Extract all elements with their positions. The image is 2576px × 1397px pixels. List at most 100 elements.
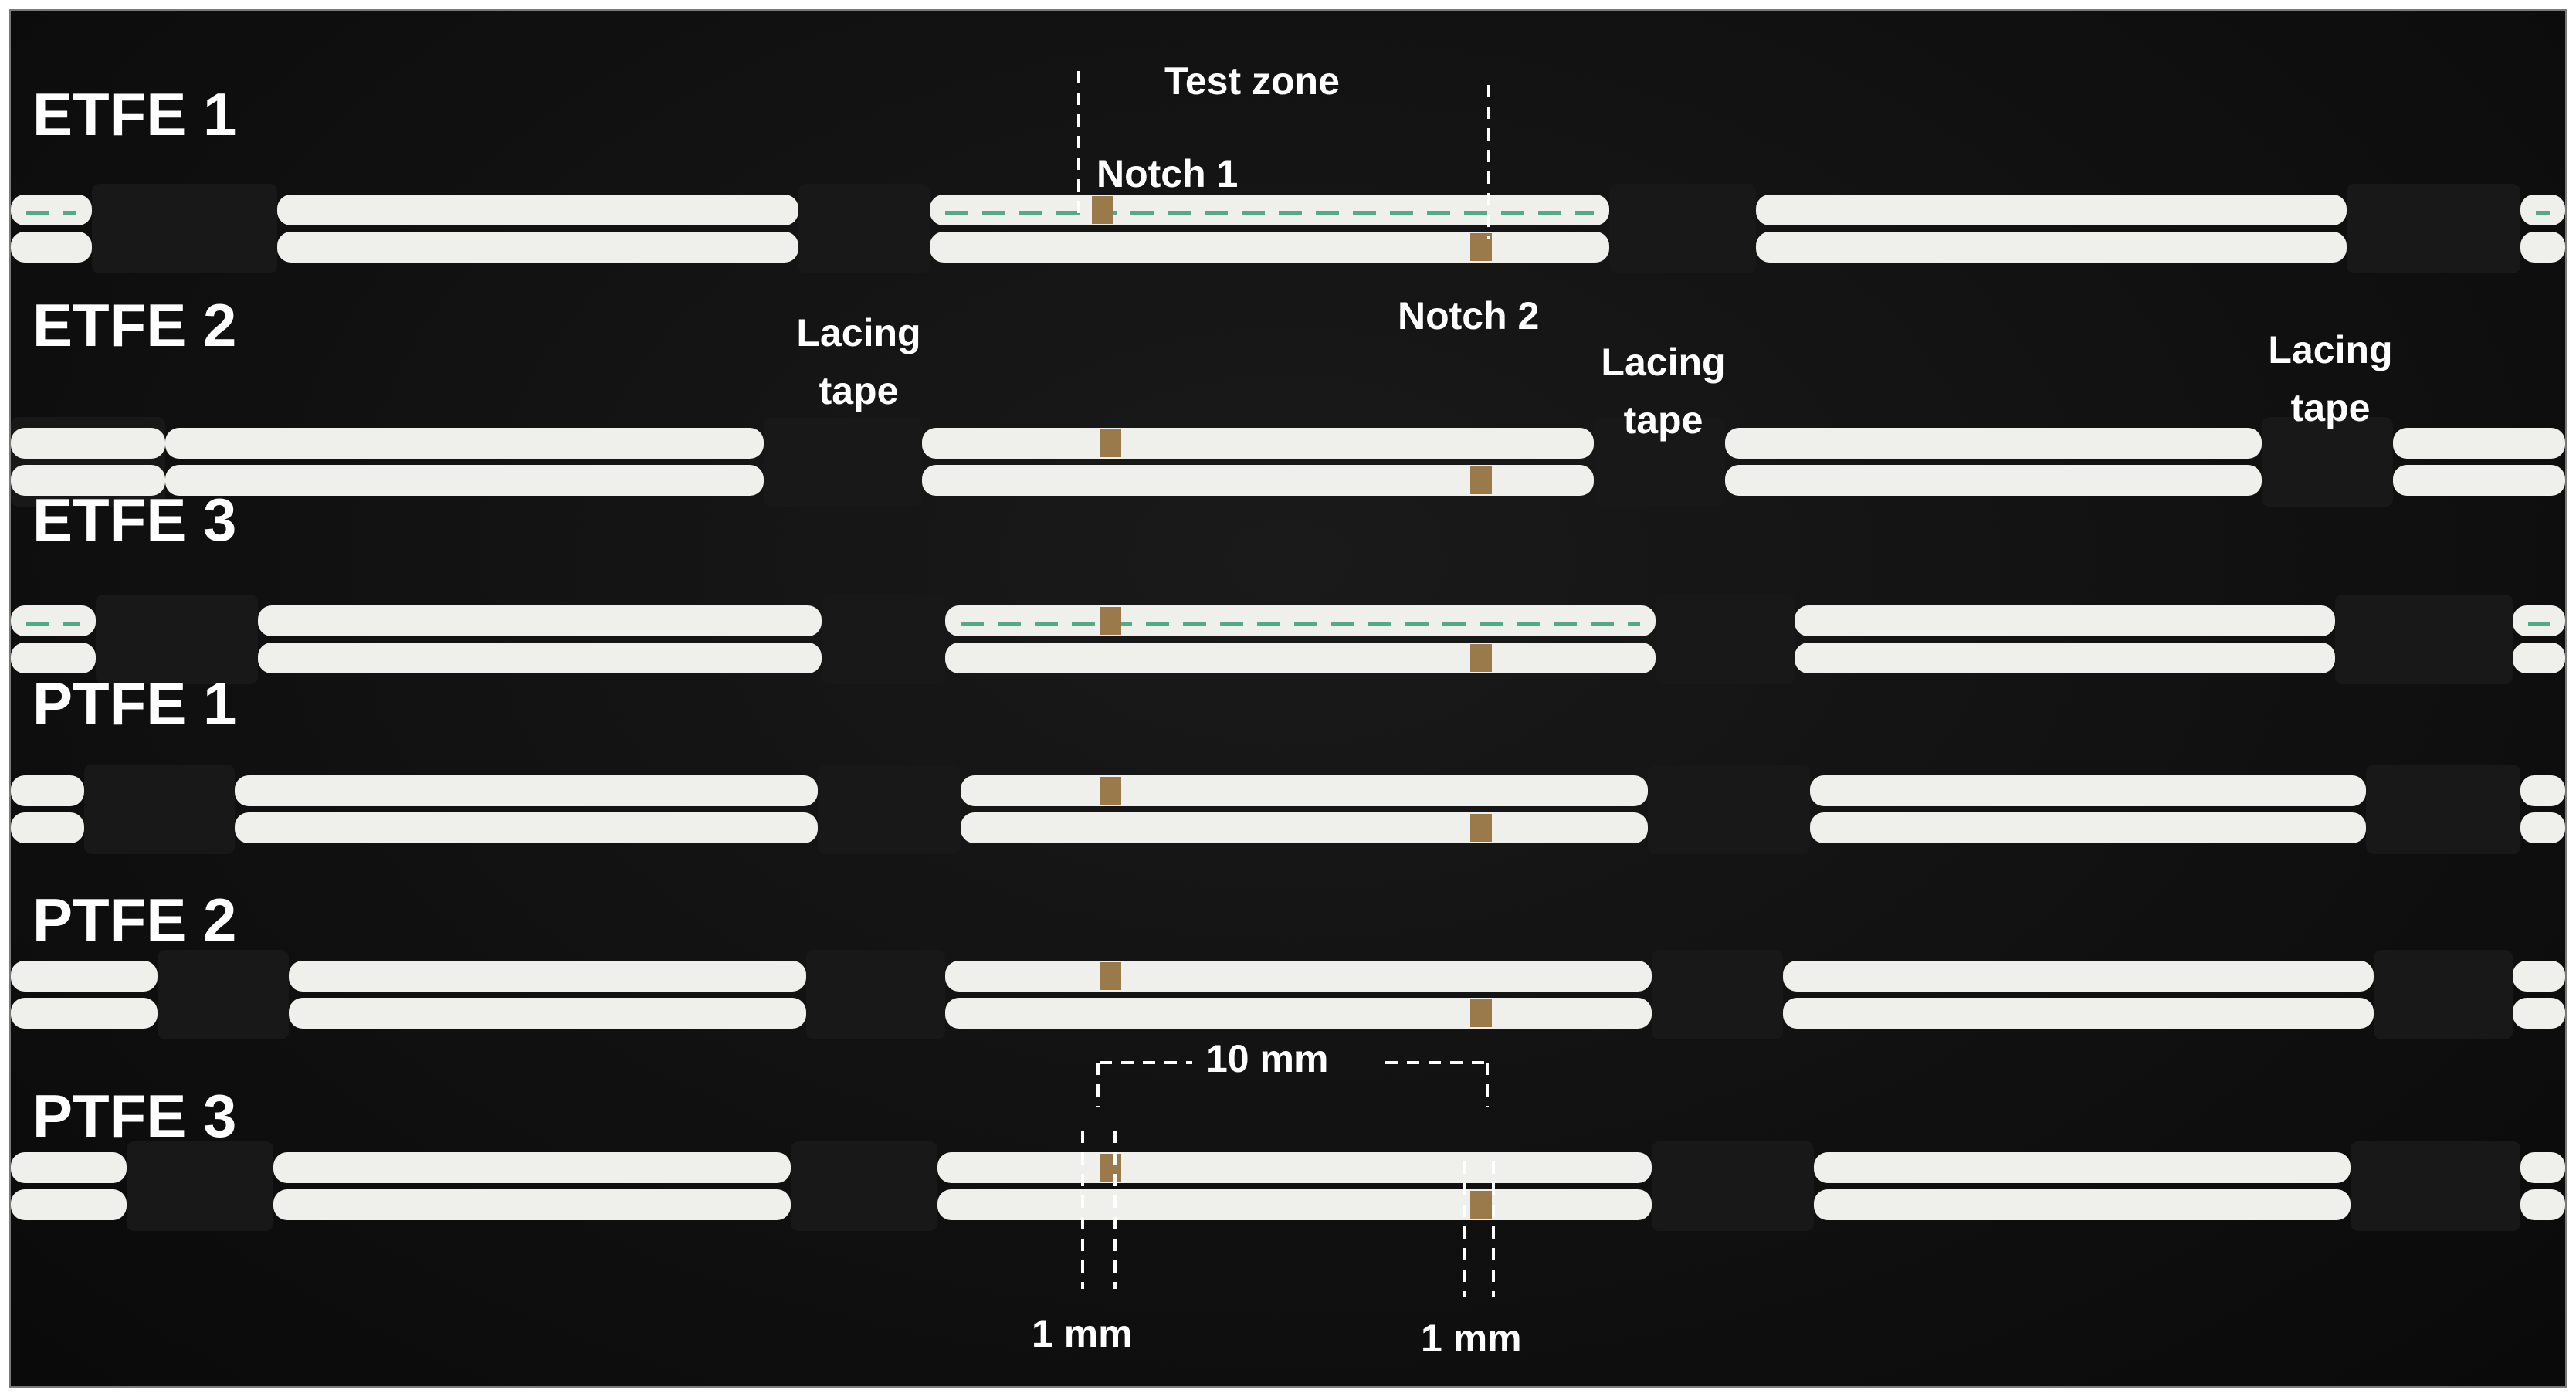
wire-strand-r5-s3-0 — [1814, 1152, 2351, 1183]
lacing-tape-r3-0 — [84, 765, 235, 854]
notch-2-r4 — [1470, 999, 1492, 1027]
lacing-tape-r4-1 — [806, 950, 945, 1039]
lacing-tape-r2-3 — [2335, 595, 2513, 684]
wire-strand-r3-s0-1 — [11, 812, 84, 843]
wire-strand-r2-s2-1 — [945, 643, 1656, 673]
lacing-tape-r2-1 — [822, 595, 945, 684]
row-label-etfe-2: ETFE 2 — [32, 291, 237, 359]
wire-strand-r3-s1-1 — [235, 812, 818, 843]
lacing-tape-r5-1 — [791, 1141, 937, 1231]
wire-strand-r3-s1-0 — [235, 775, 818, 806]
wire-strand-r5-s2-0 — [937, 1152, 1652, 1183]
lacing-tape-label-3: Lacing tape — [2268, 328, 2393, 429]
distance-10mm-label: 10 mm — [1206, 1037, 1329, 1080]
wire-strand-r2-s1-1 — [258, 643, 822, 673]
wire-strand-r2-s3-1 — [1795, 643, 2335, 673]
wire-strand-r1-s1-1 — [165, 465, 764, 496]
wire-strand-r1-s0-0 — [11, 428, 165, 459]
wire-strand-r2-s4-1 — [2513, 643, 2565, 673]
lacing-tape-r5-3 — [2351, 1141, 2520, 1231]
lacing-tape-r2-0 — [96, 595, 258, 684]
wire-strand-r5-s0-0 — [11, 1152, 127, 1183]
notch-1-r3 — [1100, 777, 1121, 805]
wire-strand-r1-s3-0 — [1725, 428, 2262, 459]
wire-strand-r0-s4-0 — [2520, 195, 2565, 225]
row-label-ptfe-3: PTFE 3 — [32, 1082, 237, 1150]
lacing-tape-r1-1 — [764, 417, 922, 507]
lacing-tape-r5-2 — [1652, 1141, 1814, 1231]
wire-strand-r3-s4-0 — [2520, 775, 2565, 806]
notch-2-label: Notch 2 — [1398, 294, 1540, 337]
wire-strand-r4-s4-1 — [2513, 998, 2565, 1029]
wire-samples-photo: ETFE 1 ETFE 2 ETFE 3 PTFE 1 PTFE 2 PTFE … — [9, 9, 2567, 1388]
width-1mm-label-right: 1 mm — [1421, 1317, 1522, 1360]
width-1mm-label-left: 1 mm — [1032, 1312, 1133, 1355]
row-label-etfe-3: ETFE 3 — [32, 486, 237, 554]
wire-strand-r4-s1-1 — [289, 998, 806, 1029]
wire-strand-r4-s3-0 — [1783, 961, 2374, 992]
notch-2-r5 — [1470, 1191, 1492, 1219]
wire-strand-r0-s3-1 — [1756, 232, 2347, 263]
row-label-ptfe-2: PTFE 2 — [32, 886, 237, 954]
lacing-tape-r5-0 — [127, 1141, 273, 1231]
wire-strand-r0-s2-1 — [930, 232, 1609, 263]
lacing-tape-r4-0 — [158, 950, 289, 1039]
wire-strand-r0-s4-1 — [2520, 232, 2565, 263]
lacing-tape-label-1: Lacing tape — [796, 311, 921, 412]
lacing-tape-r3-3 — [2366, 765, 2520, 854]
wire-strand-r3-s2-1 — [961, 812, 1648, 843]
row-label-etfe-1: ETFE 1 — [32, 80, 237, 148]
wire-strand-r0-s0-0 — [11, 195, 92, 225]
wire-strand-r2-s0-0 — [11, 605, 96, 636]
lacing-tape-r0-1 — [798, 184, 930, 273]
lacing-tape-r3-2 — [1648, 765, 1810, 854]
wire-strand-r1-s4-1 — [2393, 465, 2565, 496]
wire-strand-r1-s3-1 — [1725, 465, 2262, 496]
wire-strand-r2-s2-0 — [945, 605, 1656, 636]
notch-1-r2 — [1100, 607, 1121, 635]
wire-strand-r0-s2-0 — [930, 195, 1609, 225]
wire-strand-r3-s4-1 — [2520, 812, 2565, 843]
notch-1-r4 — [1100, 962, 1121, 990]
wire-strand-r3-s3-0 — [1810, 775, 2366, 806]
lacing-tape-label-2: Lacing tape — [1601, 341, 1726, 442]
wire-strand-r0-s1-1 — [277, 232, 798, 263]
lacing-tape-r3-1 — [818, 765, 961, 854]
wire-strand-r4-s4-0 — [2513, 961, 2565, 992]
notch-1-r0 — [1092, 196, 1113, 224]
notch-1-r1 — [1100, 429, 1121, 457]
wire-strand-r2-s3-0 — [1795, 605, 2335, 636]
wire-strand-r1-s4-0 — [2393, 428, 2565, 459]
wire-strand-r1-s2-1 — [922, 465, 1594, 496]
notch-2-r3 — [1470, 814, 1492, 842]
lacing-tape-r4-3 — [2374, 950, 2513, 1039]
wire-strand-r5-s1-0 — [273, 1152, 791, 1183]
wire-scene — [11, 71, 2565, 1297]
notch-2-r1 — [1470, 466, 1492, 494]
wire-strand-r4-s0-1 — [11, 998, 158, 1029]
wire-strand-r5-s4-0 — [2520, 1152, 2565, 1183]
notch-2-r2 — [1470, 644, 1492, 672]
lacing-tape-r2-2 — [1656, 595, 1795, 684]
wire-strand-r3-s0-0 — [11, 775, 84, 806]
wire-strand-r5-s4-1 — [2520, 1189, 2565, 1220]
wire-strand-r4-s2-1 — [945, 998, 1652, 1029]
wire-strand-r5-s3-1 — [1814, 1189, 2351, 1220]
lacing-tape-r4-2 — [1652, 950, 1783, 1039]
wire-strand-r1-s1-0 — [165, 428, 764, 459]
wire-strand-r4-s2-0 — [945, 961, 1652, 992]
wire-strand-r0-s1-0 — [277, 195, 798, 225]
wire-strand-r1-s2-0 — [922, 428, 1594, 459]
lacing-tape-r1-3 — [2262, 417, 2393, 507]
lacing-tape-r1-2 — [1594, 417, 1725, 507]
wire-strand-r0-s0-1 — [11, 232, 92, 263]
wire-strand-r2-s0-1 — [11, 643, 96, 673]
wire-strand-r3-s2-0 — [961, 775, 1648, 806]
wire-strand-r5-s1-1 — [273, 1189, 791, 1220]
wire-strand-r3-s3-1 — [1810, 812, 2366, 843]
wire-strand-r0-s3-0 — [1756, 195, 2347, 225]
lacing-tape-r0-3 — [2347, 184, 2520, 273]
wire-strand-r4-s3-1 — [1783, 998, 2374, 1029]
wire-strand-r4-s0-0 — [11, 961, 158, 992]
